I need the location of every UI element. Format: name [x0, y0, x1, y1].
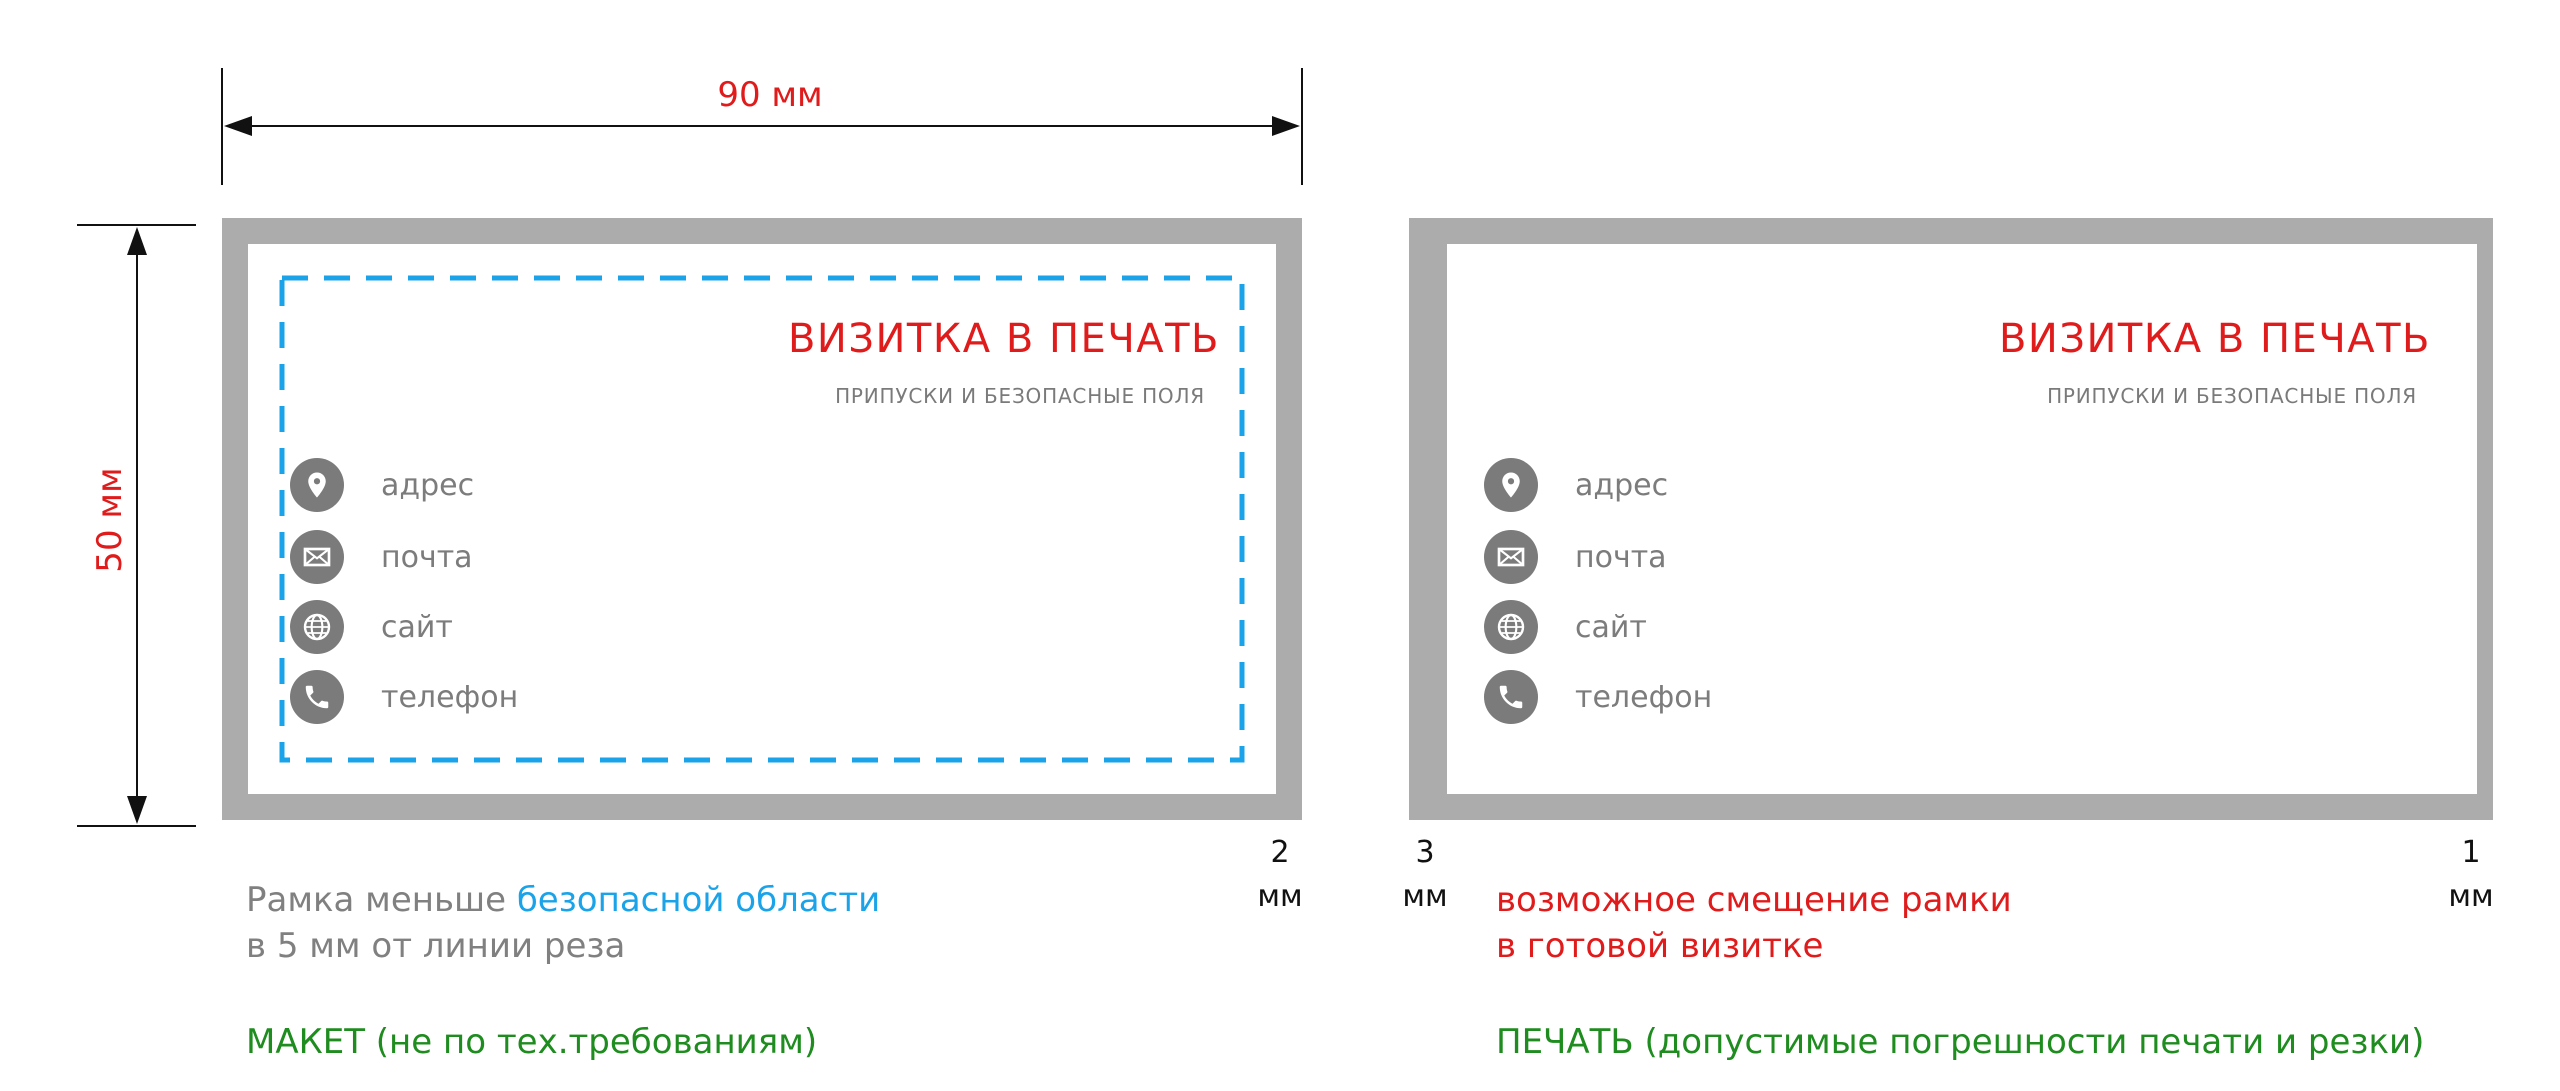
offset-right-card-right: 1 мм — [2436, 838, 2506, 912]
contact-phone: телефон — [1484, 670, 1712, 724]
safe-zone-frame — [279, 275, 1245, 763]
card-subtitle: ПРИПУСКИ И БЕЗОПАСНЫЕ ПОЛЯ — [835, 384, 1205, 408]
maket-label: МАКЕТ (не по тех.требованиям) — [246, 1022, 818, 1062]
caption-line2: в готовой визитке — [1496, 926, 1824, 966]
width-dimension — [221, 68, 1303, 185]
offset-value: 3 — [1415, 835, 1435, 870]
offset-unit: мм — [1402, 879, 1448, 914]
card-inner — [1447, 244, 2477, 794]
contact-label: телефон — [381, 679, 519, 715]
height-dimension — [77, 224, 196, 827]
layout-card: ВИЗИТКА В ПЕЧАТЬ ПРИПУСКИ И БЕЗОПАСНЫЕ П… — [222, 218, 1302, 820]
height-label: 50 мм — [90, 467, 130, 573]
print-caption: возможное смещение рамки в готовой визит… — [1496, 877, 2012, 969]
globe-icon — [290, 600, 344, 654]
phone-icon — [290, 670, 344, 724]
offset-unit: мм — [2448, 879, 2494, 914]
layout-caption: Рамка меньше безопасной области в 5 мм о… — [246, 877, 880, 969]
location-pin-icon — [1484, 458, 1538, 512]
envelope-icon — [1484, 530, 1538, 584]
contact-site: сайт — [1484, 600, 1647, 654]
arrow-up — [127, 227, 147, 255]
print-label: ПЕЧАТЬ (допустимые погрешности печати и … — [1496, 1022, 2425, 1062]
location-pin-icon — [290, 458, 344, 512]
offset-left-card-right: 2 мм — [1245, 838, 1315, 912]
arrow-left — [224, 116, 252, 136]
contact-label: телефон — [1575, 679, 1713, 715]
arrow-right — [1272, 116, 1300, 136]
arrow-down — [127, 796, 147, 824]
offset-value: 1 — [2461, 835, 2481, 870]
contact-label: сайт — [381, 609, 453, 645]
contact-site: сайт — [290, 600, 453, 654]
contact-label: почта — [1575, 539, 1667, 575]
contact-address: адрес — [1484, 458, 1668, 512]
contact-phone: телефон — [290, 670, 518, 724]
offset-unit: мм — [1257, 879, 1303, 914]
contact-address: адрес — [290, 458, 474, 512]
card-title: ВИЗИТКА В ПЕЧАТЬ — [787, 316, 1220, 362]
contact-label: адрес — [381, 467, 475, 503]
globe-icon — [1484, 600, 1538, 654]
contact-label: сайт — [1575, 609, 1647, 645]
width-label: 90 мм — [670, 78, 870, 112]
contact-email: почта — [1484, 530, 1667, 584]
print-card: ВИЗИТКА В ПЕЧАТЬ ПРИПУСКИ И БЕЗОПАСНЫЕ П… — [1409, 218, 2493, 820]
contact-label: почта — [381, 539, 473, 575]
card-subtitle: ПРИПУСКИ И БЕЗОПАСНЫЕ ПОЛЯ — [2047, 384, 2417, 408]
phone-icon — [1484, 670, 1538, 724]
offset-value: 2 — [1270, 835, 1290, 870]
caption-text: Рамка меньше — [246, 880, 517, 920]
card-inner — [248, 244, 1276, 794]
caption-line1: возможное смещение рамки — [1496, 880, 2012, 920]
contact-label: адрес — [1575, 467, 1669, 503]
envelope-icon — [290, 530, 344, 584]
card-title: ВИЗИТКА В ПЕЧАТЬ — [1998, 316, 2431, 362]
caption-highlight: безопасной области — [516, 880, 881, 920]
contact-email: почта — [290, 530, 473, 584]
offset-right-card-left: 3 мм — [1390, 838, 1460, 912]
caption-line2: в 5 мм от линии реза — [246, 926, 626, 966]
